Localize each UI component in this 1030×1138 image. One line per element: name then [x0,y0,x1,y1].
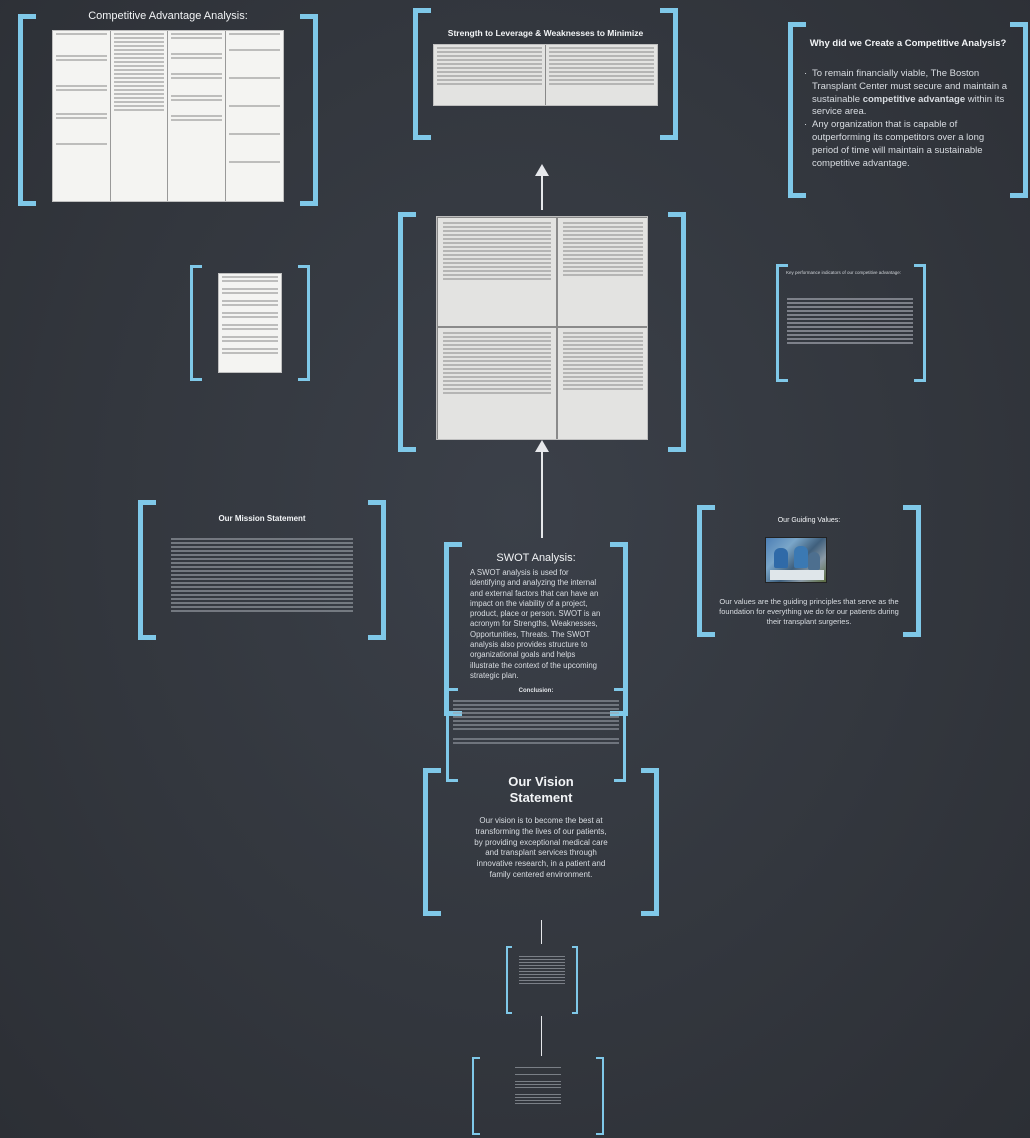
bracket-left [413,8,431,140]
bottom-frame-2[interactable] [472,1057,604,1135]
arrow-head-top [535,164,549,176]
small-table-frame[interactable] [190,265,310,381]
values-frame[interactable]: Our Guiding Values: Our values are the g… [697,505,921,637]
bracket-left [190,265,202,381]
kpi-body [784,296,916,346]
why-created-frame[interactable]: Why did we Create a Competitive Analysis… [788,22,1028,198]
line-bottom-frames [541,1016,542,1056]
swot-cell-opportunities [437,327,557,439]
bracket-right [572,946,578,1014]
bottom-frame-2-body [512,1065,564,1106]
swot-body: A SWOT analysis is used for identifying … [470,568,601,680]
bottom-frame-1-body [516,954,568,986]
mission-frame[interactable]: Our Mission Statement [138,500,386,640]
vision-body: Our vision is to become the best at tran… [474,816,608,879]
line-vision-to-bottom [541,920,542,944]
bracket-left [446,688,458,782]
bracket-right [660,8,678,140]
swot-title: SWOT Analysis: [496,552,576,564]
swot-frame[interactable]: SWOT Analysis: A SWOT analysis is used f… [444,542,628,716]
strength-weakness-frame[interactable]: Strength to Leverage & Weaknesses to Min… [413,8,678,140]
arrow-head-middle [535,440,549,452]
bracket-right [614,688,626,782]
small-table-sheet [218,273,282,373]
mission-body [168,536,356,614]
bracket-left [788,22,806,198]
values-title: Our Guiding Values: [777,517,841,524]
swot-cell-strengths [437,217,557,327]
surgery-photo [765,537,827,583]
bracket-left [398,212,416,452]
bracket-left [18,14,36,206]
bracket-right [298,265,310,381]
swot-cell-threats [557,327,647,439]
bold-phrase: competitive advantage [862,93,966,105]
why-created-bullets: To remain financially viable, The Boston… [804,68,1010,171]
bracket-right [610,542,628,716]
bracket-right [903,505,921,637]
competitive-analysis-title: Competitive Advantage Analysis: [88,10,248,22]
bracket-right [368,500,386,640]
swot-grid [436,216,648,440]
swot-grid-frame[interactable] [398,212,686,452]
bracket-left [697,505,715,637]
bracket-right [596,1057,604,1135]
arrow-shaft-top [541,176,543,210]
conclusion-label: Conclusion: [518,688,554,694]
bracket-left [776,264,788,382]
strength-weakness-table [433,44,658,106]
bracket-left [506,946,512,1014]
vision-frame[interactable]: Our Vision Statement Our vision is to be… [423,768,659,916]
conclusion-body [450,698,622,746]
conclusion-frame[interactable]: Conclusion: [446,688,626,782]
why-created-bullet-2: Any organization that is capable of outp… [804,119,1010,170]
strength-weakness-title: Strength to Leverage & Weaknesses to Min… [447,28,644,38]
kpi-frame[interactable]: Key performance indicators of our compet… [776,264,926,382]
bracket-right [668,212,686,452]
bracket-right [300,14,318,206]
bracket-left [472,1057,480,1135]
swot-cell-weaknesses [557,217,647,327]
bracket-left [423,768,441,916]
bracket-right [914,264,926,382]
bracket-right [641,768,659,916]
kpi-title: Key performance indicators of our compet… [786,270,902,275]
competitive-analysis-table [52,30,284,202]
values-body: Our values are the guiding principles th… [719,597,899,627]
bracket-right [1010,22,1028,198]
arrow-shaft-middle [541,452,543,538]
bracket-left [138,500,156,640]
mission-title: Our Mission Statement [218,514,306,523]
why-created-title: Why did we Create a Competitive Analysis… [809,38,1007,49]
why-created-bullet-1: To remain financially viable, The Boston… [804,68,1010,119]
competitive-analysis-frame[interactable]: Competitive Advantage Analysis: [18,10,318,206]
bottom-frame-1[interactable] [506,946,578,1014]
vision-title: Our Vision Statement [508,774,574,805]
